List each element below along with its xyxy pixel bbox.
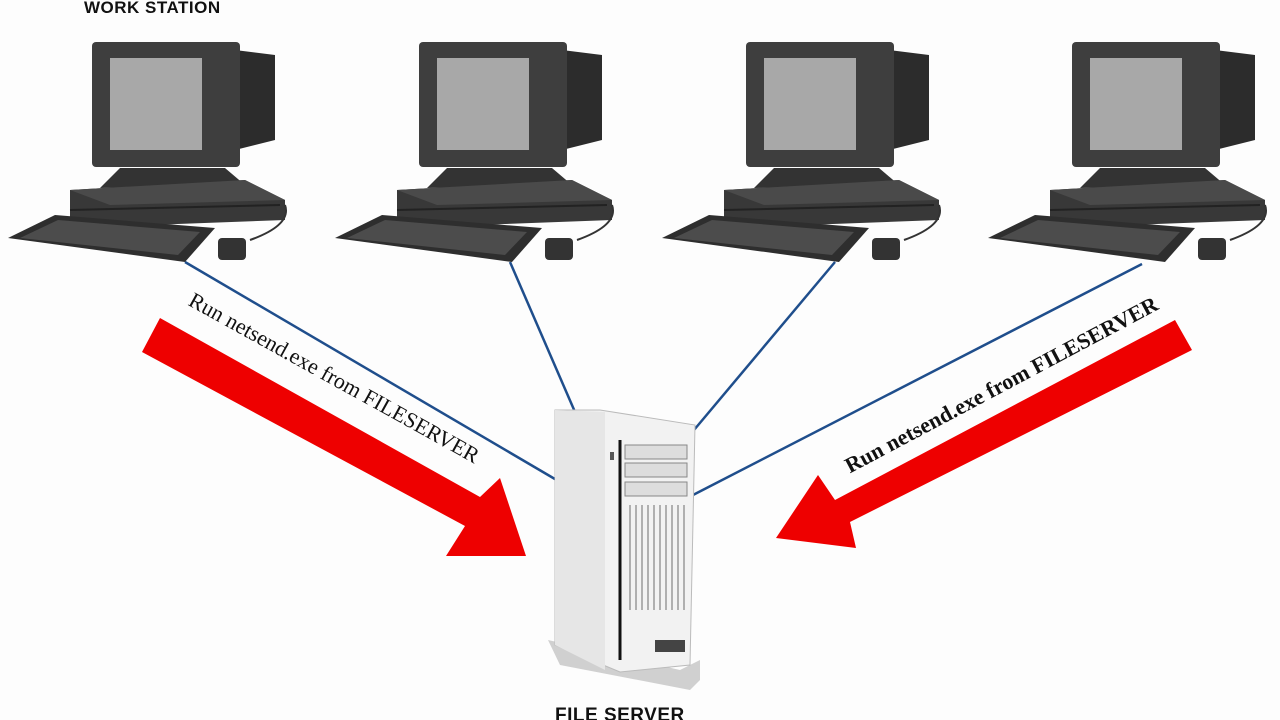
workstation-label: WORK STATION — [84, 0, 221, 17]
workstation-2 — [334, 41, 614, 263]
link-workstation-3 — [693, 261, 836, 431]
workstation-4 — [987, 41, 1267, 263]
right-red-arrow — [776, 320, 1192, 548]
file-server-label: FILE SERVER — [555, 705, 685, 720]
network-links — [184, 260, 1143, 497]
link-workstation-4 — [692, 262, 1143, 497]
left-red-arrow — [142, 318, 526, 556]
link-workstation-2 — [508, 261, 577, 413]
workstation-3 — [661, 41, 941, 263]
file-server — [548, 409, 700, 690]
workstation-1 — [7, 41, 287, 263]
link-workstation-1 — [184, 260, 561, 484]
